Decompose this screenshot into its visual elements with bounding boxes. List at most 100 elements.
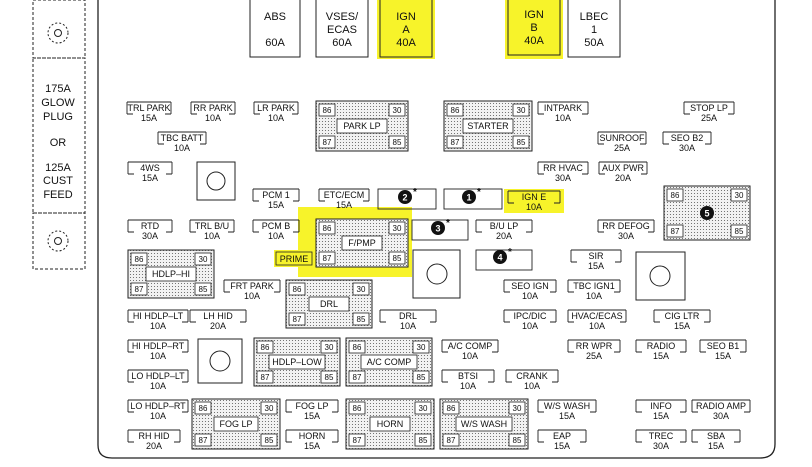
relay-pin-85: 85 xyxy=(417,373,426,382)
fuse-name: RR PARK xyxy=(193,103,232,113)
relay-pin-86: 86 xyxy=(671,191,680,200)
relay-pin-87: 87 xyxy=(199,436,208,445)
fuse-amps: 10A xyxy=(555,113,571,123)
marker-star: * xyxy=(508,247,512,258)
fuse-name: LO HDLP–LT xyxy=(131,371,185,381)
fuse-amps: 30A xyxy=(713,411,729,421)
fuse-amps: 10A xyxy=(522,321,538,331)
fuse-name: W/S WASH xyxy=(544,401,590,411)
hole-icon xyxy=(635,251,686,301)
fuse-name: HI HDLP–RT xyxy=(132,341,185,351)
side-text-3: PLUG xyxy=(43,111,73,123)
fuse-amps: 30A xyxy=(555,173,571,183)
fuse-name: SBA xyxy=(707,431,725,441)
relay-name: PARK LP xyxy=(343,121,380,131)
fuse-name: RTD xyxy=(141,221,160,231)
fuse-amps: 20A xyxy=(146,441,162,451)
marker-star: * xyxy=(413,187,417,198)
fuse-amps: 10A xyxy=(526,202,542,212)
relay-pin-86: 86 xyxy=(451,106,460,115)
fuse-amps: 10A xyxy=(205,113,221,123)
relay-pin-87: 87 xyxy=(135,285,144,294)
fuse-name: IGN E xyxy=(522,192,547,202)
fuse-name: BTSI xyxy=(458,371,478,381)
mount-hole-icon xyxy=(47,22,69,44)
marker-number: 3 xyxy=(435,224,440,234)
fuse-name: A/C COMP xyxy=(448,341,493,351)
fuse-name: LO HDLP–RT xyxy=(130,401,186,411)
relay-name: F/PMP xyxy=(348,238,376,248)
fuse-name: PCM B xyxy=(262,221,291,231)
fuse-name: LR PARK xyxy=(257,103,295,113)
fuse-amps: 15A xyxy=(336,200,352,210)
fuse-name: RADIO xyxy=(647,341,676,351)
fuse-amps: 15A xyxy=(304,411,320,421)
fuse-amps: 25A xyxy=(586,351,602,361)
fuse-name: HORN xyxy=(299,431,326,441)
relay-pin-86: 86 xyxy=(447,404,456,413)
relay-pin-87: 87 xyxy=(323,138,332,147)
fuse-name: HI HDLP–LT xyxy=(133,311,184,321)
hole-icon xyxy=(412,249,461,299)
fuse-name: CRANK xyxy=(516,371,548,381)
fuse-amps: 30A xyxy=(679,143,695,153)
fuse-name: FRT PARK xyxy=(230,281,274,291)
fuse-amps: 15A xyxy=(268,200,284,210)
relay-name: FOG LP xyxy=(219,419,252,429)
fuse-name: CIG LTR xyxy=(665,311,700,321)
fuse-name: AUX PWR xyxy=(602,163,645,173)
fuse-amps: 10A xyxy=(268,231,284,241)
fuse-name: EAP xyxy=(553,431,571,441)
maxi-fuse-name: A xyxy=(402,24,410,36)
relay-pin-30: 30 xyxy=(265,404,274,413)
marker-number: 5 xyxy=(704,209,709,219)
fuse-amps: 15A xyxy=(674,321,690,331)
marker-5: 5 xyxy=(700,206,714,220)
fuse-name: RADIO AMP xyxy=(696,401,746,411)
fuse-name: SUNROOF xyxy=(600,133,646,143)
fuse-name: INTPARK xyxy=(544,103,582,113)
hole-icon xyxy=(196,161,236,201)
relay-pin-85: 85 xyxy=(265,436,274,445)
maxi-fuse-name: LBEC xyxy=(580,11,609,23)
relay-pin-30: 30 xyxy=(417,343,426,352)
fuse-amps: 15A xyxy=(141,113,157,123)
relay-name: STARTER xyxy=(467,121,509,131)
side-text-2: GLOW xyxy=(41,97,75,109)
relay-pin-85: 85 xyxy=(357,315,366,324)
relay-pin-87: 87 xyxy=(671,227,680,236)
maxi-fuse-amps: 50A xyxy=(584,37,604,49)
relay-pin-86: 86 xyxy=(323,106,332,115)
fuse-amps: 15A xyxy=(142,173,158,183)
relay-pin-86: 86 xyxy=(293,285,302,294)
marker-group: 1*2*3*4*5 xyxy=(398,187,714,264)
relay-pin-85: 85 xyxy=(513,436,522,445)
marker-4: 4* xyxy=(493,247,512,264)
relay-pin-86: 86 xyxy=(353,343,362,352)
maxi-fuse-name: ECAS xyxy=(327,24,357,36)
relay-name: HDLP–HI xyxy=(152,269,190,279)
